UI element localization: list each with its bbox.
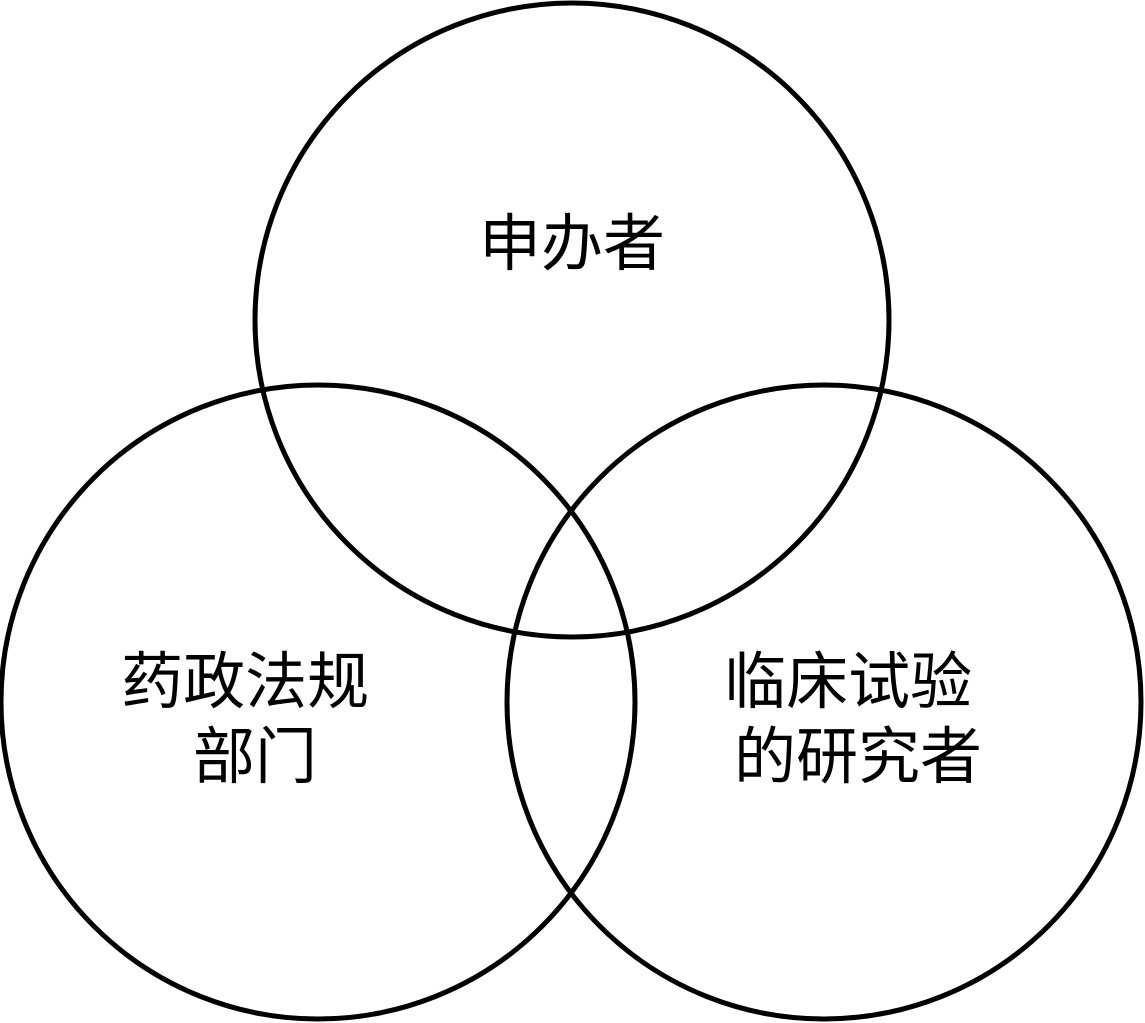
set-sponsor: 申办者 (252, 0, 892, 640)
label-investigator: 临床试验 的研究者 (724, 645, 992, 793)
label-regulatory: 药政法规 部门 (121, 645, 389, 793)
label-regulatory-line-1: 药政法规 (121, 645, 369, 718)
label-investigator-line-1: 临床试验 (724, 645, 972, 718)
label-sponsor: 申办者 (479, 207, 665, 280)
label-regulatory-line-2: 部门 (193, 720, 317, 793)
circle-regulatory (0, 382, 638, 1022)
circle-investigator (504, 382, 1144, 1022)
set-investigator: 临床试验 的研究者 (504, 382, 1144, 1022)
set-regulatory: 药政法规 部门 (0, 382, 638, 1022)
label-investigator-line-2: 的研究者 (734, 720, 982, 793)
label-sponsor-line-1: 申办者 (479, 207, 665, 280)
circle-sponsor (252, 0, 892, 640)
